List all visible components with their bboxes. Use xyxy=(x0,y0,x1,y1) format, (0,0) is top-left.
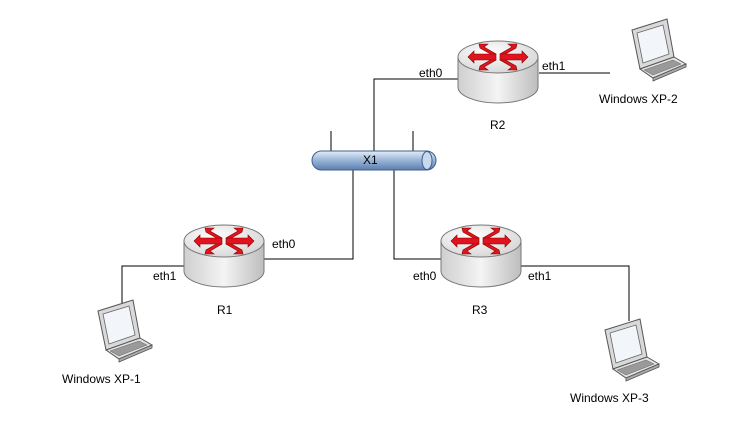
router-label: R1 xyxy=(217,303,233,317)
hub-bus-icon xyxy=(311,150,437,171)
hub-x1[interactable]: X1 xyxy=(311,150,437,171)
host-winxp1[interactable]: Windows XP-1 xyxy=(62,299,153,386)
laptop-icon xyxy=(97,299,153,363)
host-winxp2[interactable]: Windows XP-2 xyxy=(599,18,687,106)
host-label: Windows XP-2 xyxy=(599,92,678,106)
link-hub-r3 xyxy=(393,170,442,260)
port-label-r2-eth0: eth0 xyxy=(419,66,443,80)
hub-label: X1 xyxy=(363,153,378,167)
router-label: R3 xyxy=(472,303,488,317)
port-label-r2-eth1: eth1 xyxy=(542,59,566,73)
laptop-icon xyxy=(604,318,660,382)
port-label-r1-eth0: eth0 xyxy=(272,237,296,251)
port-label-r1-eth1: eth1 xyxy=(153,269,177,283)
router-label: R2 xyxy=(490,118,506,132)
port-label-r3-eth1: eth1 xyxy=(528,269,552,283)
connection-lines xyxy=(121,72,630,321)
router-r2[interactable]: R2 xyxy=(457,40,539,132)
host-winxp3[interactable]: Windows XP-3 xyxy=(570,318,660,405)
hub-bus-end xyxy=(421,151,433,170)
router-icon xyxy=(440,224,522,288)
port-labels: eth0 eth1 eth0 eth1 eth0 eth1 xyxy=(153,59,566,283)
host-label: Windows XP-1 xyxy=(62,372,141,386)
link-r3-winxp3 xyxy=(521,265,630,321)
link-hub-r1 xyxy=(264,170,354,260)
router-icon xyxy=(457,40,539,104)
router-icon xyxy=(183,224,265,288)
laptop-icon xyxy=(631,18,687,82)
link-r1-winxp1 xyxy=(121,265,184,303)
router-r1[interactable]: R1 xyxy=(183,224,265,317)
link-hub-r2 xyxy=(373,78,458,151)
router-r3[interactable]: R3 xyxy=(440,224,522,317)
host-label: Windows XP-3 xyxy=(570,391,649,405)
port-label-r3-eth0: eth0 xyxy=(413,269,437,283)
